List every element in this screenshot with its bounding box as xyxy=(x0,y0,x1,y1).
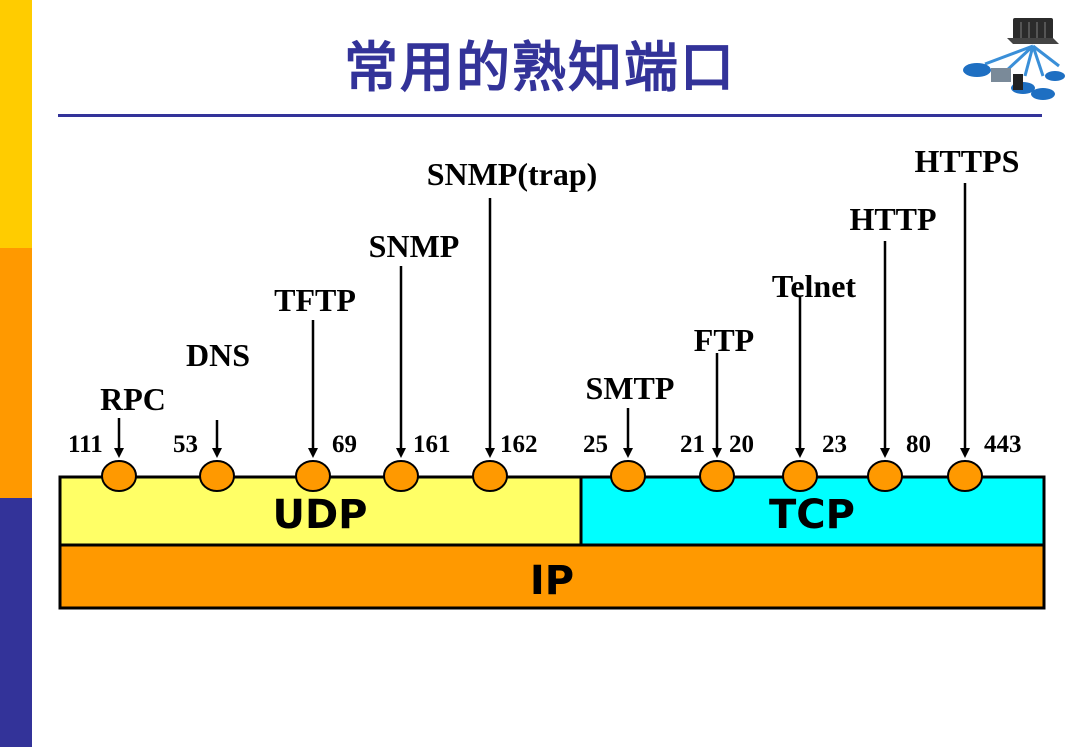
port-marker-69: 69 TFTP xyxy=(274,282,357,492)
arrow-head-icon xyxy=(396,448,406,458)
port-circle xyxy=(295,460,331,492)
protocol-label: TFTP xyxy=(274,282,356,318)
port-circle xyxy=(782,460,818,492)
port-marker-111: 111 RPC xyxy=(68,381,166,492)
port-marker-443: 443 HTTPS xyxy=(915,143,1022,492)
arrow-head-icon xyxy=(880,448,890,458)
port-marker-25: 25 SMTP xyxy=(583,370,675,492)
protocol-label: RPC xyxy=(100,381,166,417)
arrow-head-icon xyxy=(212,448,222,458)
arrow-head-icon xyxy=(114,448,124,458)
protocol-label: HTTP xyxy=(849,201,936,237)
port-circle xyxy=(101,460,137,492)
port-marker-161: 161 SNMP xyxy=(369,228,460,492)
port-circle xyxy=(610,460,646,492)
protocol-label: SNMP(trap) xyxy=(427,156,598,192)
port-circle xyxy=(199,460,235,492)
protocol-label: Telnet xyxy=(772,268,857,304)
port-marker-162: 162 SNMP(trap) xyxy=(427,156,598,492)
port-number: 23 xyxy=(822,431,847,458)
protocol-label: SMTP xyxy=(586,370,675,406)
port-number: 25 xyxy=(583,431,608,458)
port-marker-53: 53 DNS xyxy=(173,337,250,492)
network-servers-icon xyxy=(963,18,1065,100)
port-circle xyxy=(947,460,983,492)
port-number: 80 xyxy=(906,431,931,458)
arrow-head-icon xyxy=(485,448,495,458)
port-number: 162 xyxy=(500,431,538,458)
arrow-head-icon xyxy=(308,448,318,458)
port-number: 443 xyxy=(984,431,1022,458)
protocol-label: DNS xyxy=(186,337,250,373)
protocol-label: SNMP xyxy=(369,228,460,264)
ip-layer-box xyxy=(58,543,1046,610)
port-marker-23: 23 Telnet xyxy=(772,268,857,492)
protocol-layers: UDP TCP IP xyxy=(58,475,1046,610)
port-number: 69 xyxy=(332,431,357,458)
side-bar-yellow-segment xyxy=(0,0,32,248)
arrow-head-icon xyxy=(623,448,633,458)
port-number: 53 xyxy=(173,431,198,458)
port-marker-21: 21 FTP xyxy=(680,322,754,492)
port-markers: 111 RPC 53 DNS 69 TFTP 161 SNMP 162 SNMP(trap) 25 S… xyxy=(68,143,1022,492)
port-marker-20: 20 xyxy=(729,431,754,458)
ip-layer-label: IP xyxy=(530,558,574,604)
port-number: 161 xyxy=(413,431,451,458)
title-underline xyxy=(58,114,1042,117)
port-circle xyxy=(383,460,419,492)
port-circle xyxy=(699,460,735,492)
side-bar-blue-segment xyxy=(0,498,32,747)
tcp-layer-label: TCP xyxy=(769,492,855,538)
arrow-head-icon xyxy=(795,448,805,458)
port-circle xyxy=(472,460,508,492)
slide-title: 常用的熟知端口 xyxy=(344,36,736,99)
port-number: 21 xyxy=(680,431,705,458)
protocol-label: FTP xyxy=(694,322,754,358)
arrow-head-icon xyxy=(960,448,970,458)
arrow-head-icon xyxy=(712,448,722,458)
port-number: 111 xyxy=(68,431,103,458)
udp-layer-label: UDP xyxy=(273,492,368,538)
side-bar-orange-segment xyxy=(0,248,32,498)
port-number: 20 xyxy=(729,431,754,458)
side-accent-bar xyxy=(0,0,32,747)
port-marker-80: 80 HTTP xyxy=(849,201,937,492)
protocol-label: HTTPS xyxy=(915,143,1020,179)
port-circle xyxy=(867,460,903,492)
